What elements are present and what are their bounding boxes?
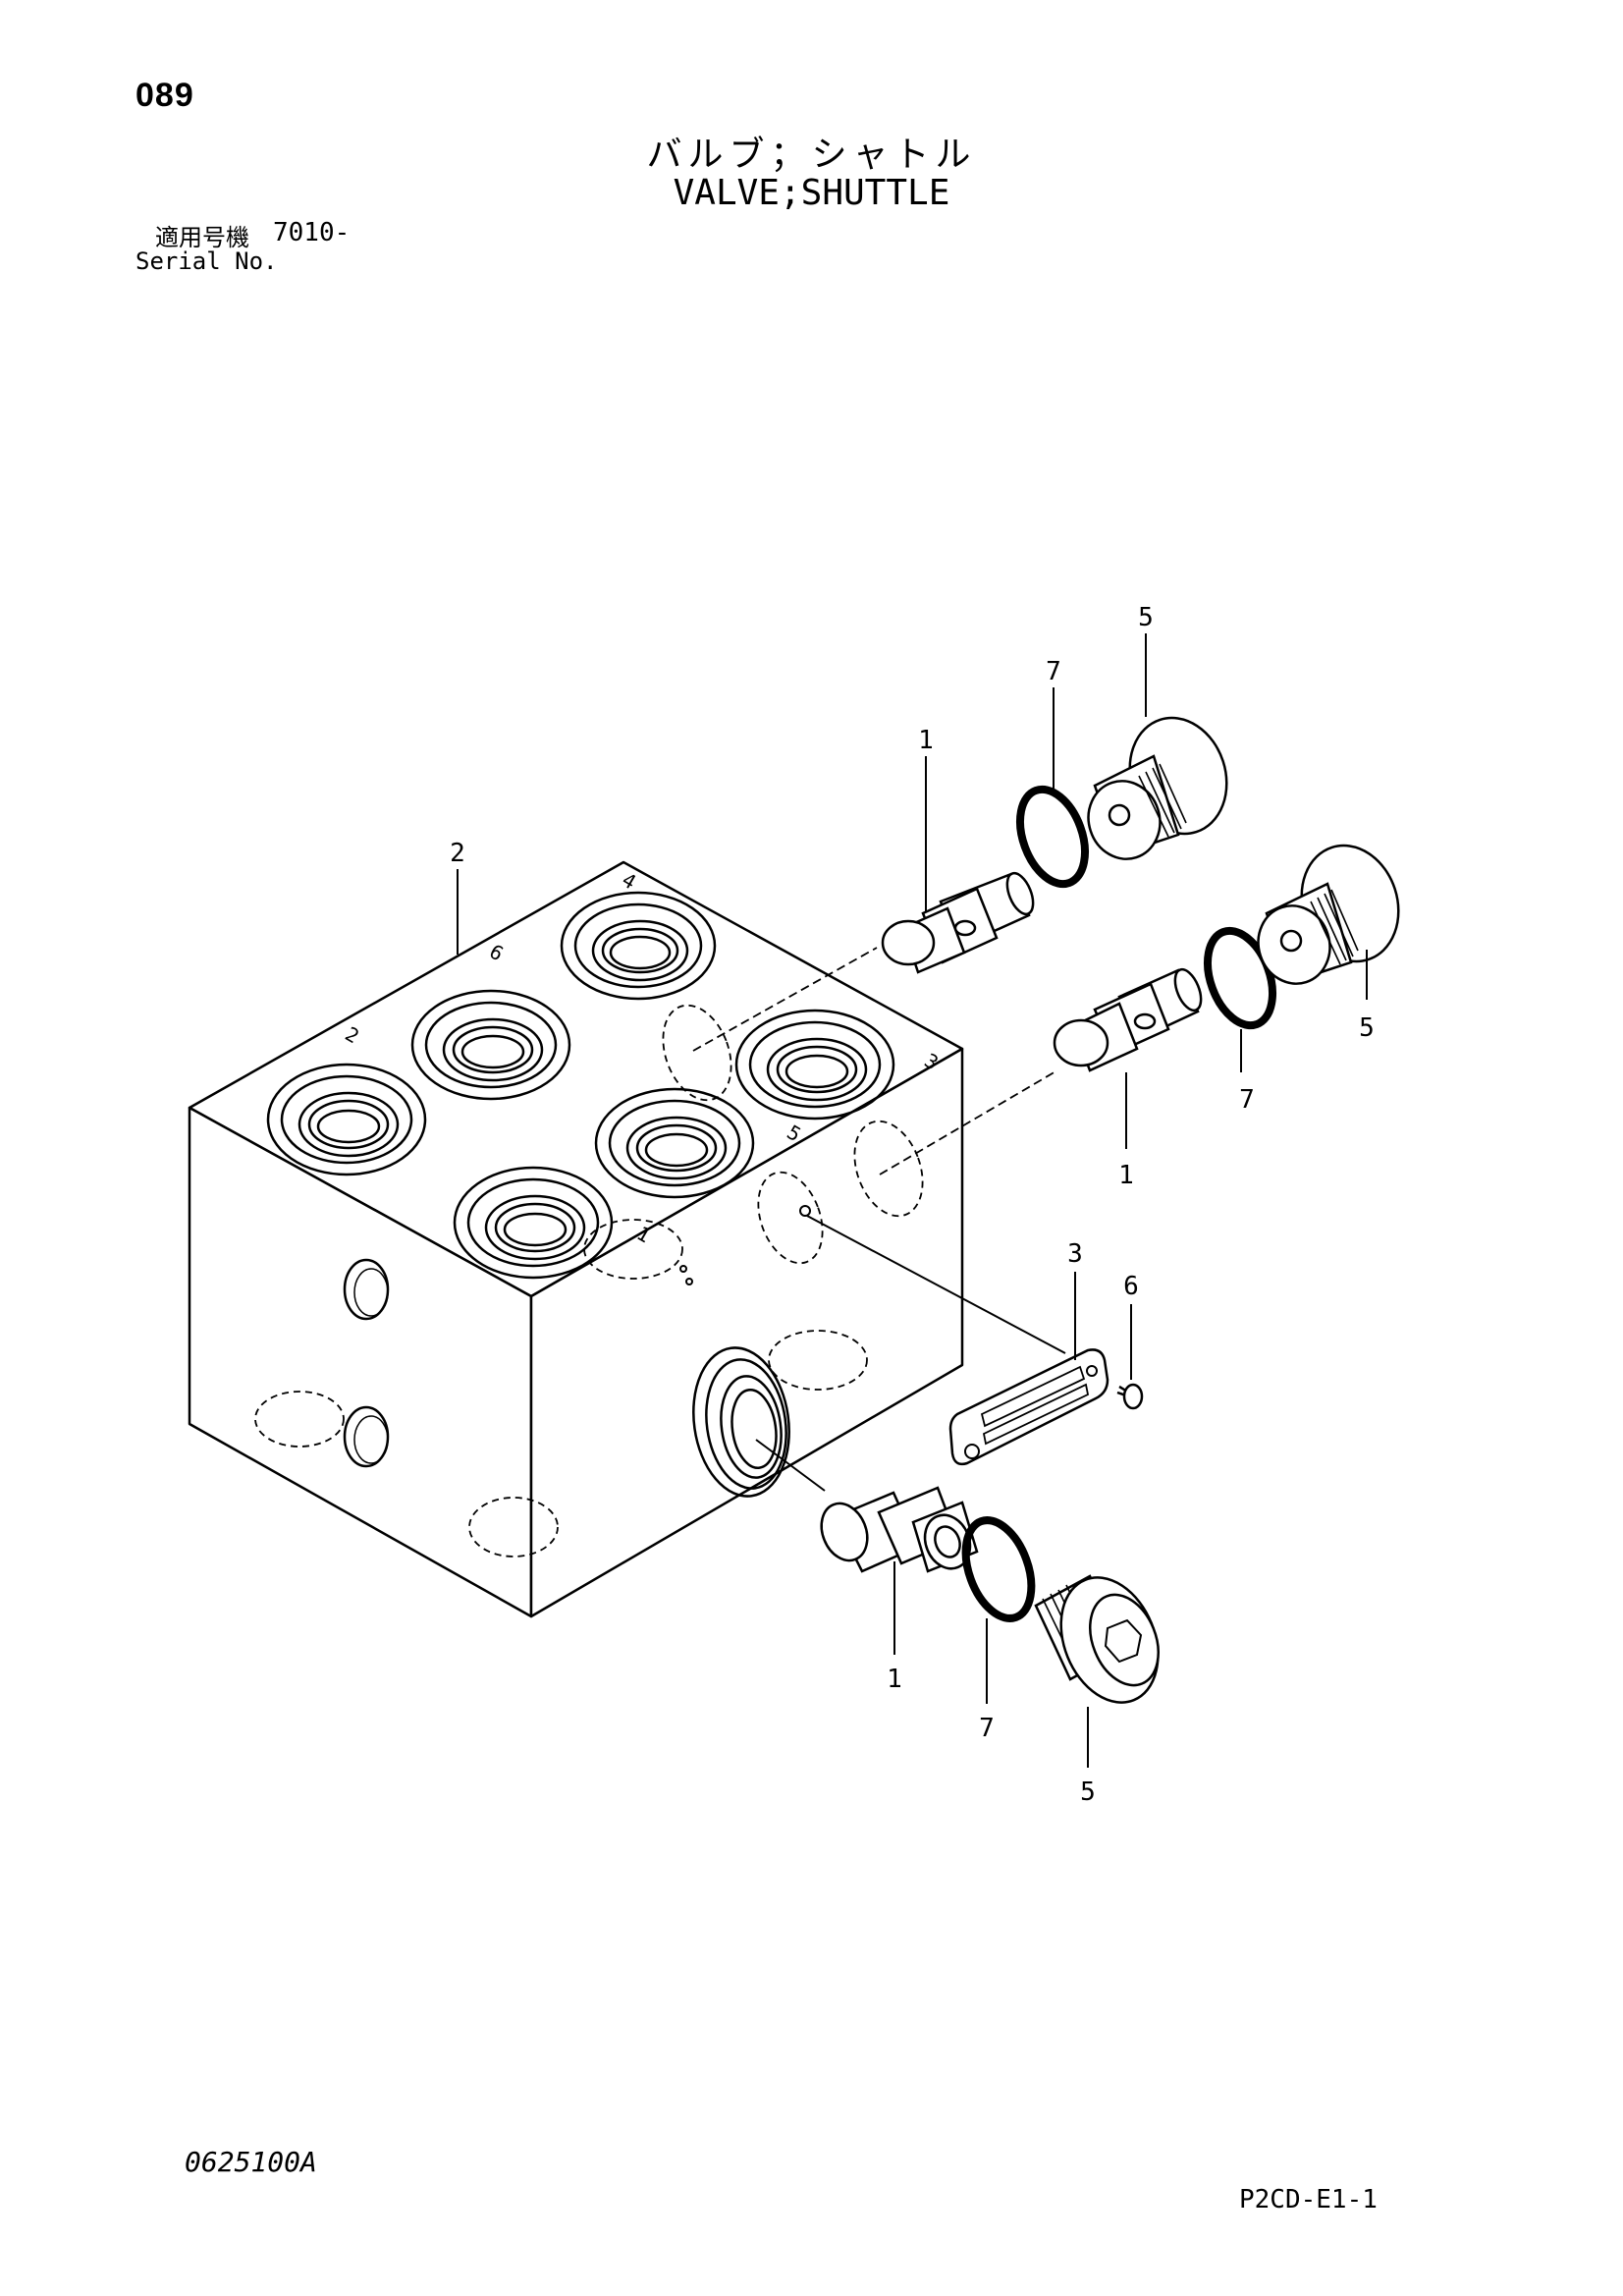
callout-valve-body: 2 (450, 839, 465, 868)
assembly-lines (692, 947, 1058, 1175)
plug-middle (1257, 844, 1400, 985)
side-port-lower (343, 1405, 390, 1468)
o-ring-lower (961, 1516, 1036, 1622)
port-top-4 (560, 891, 717, 1001)
callout-shuttle-middle: 1 (1118, 1161, 1134, 1190)
port-top-5 (594, 1087, 755, 1199)
pin-hole-top-2 (685, 1278, 693, 1285)
callout-shuttle-upper: 1 (918, 726, 934, 755)
serial-label-english: Serial No. (135, 247, 278, 275)
shuttle-valve-lower (820, 1486, 979, 1573)
port-top-1 (453, 1166, 614, 1280)
callout-oring-middle: 7 (1239, 1085, 1255, 1115)
sheet-code: P2CD-E1-1 (1239, 2185, 1378, 2214)
leader-lines (457, 633, 1368, 1768)
pin-hole-top (679, 1265, 687, 1273)
callout-oring-lower: 7 (979, 1714, 995, 1743)
plug-lower (1034, 1574, 1160, 1704)
side-port-upper (343, 1258, 390, 1321)
callout-plate: 3 (1067, 1239, 1083, 1269)
serial-number-value: 7010- (273, 218, 351, 247)
o-rings (961, 785, 1276, 1622)
hidden-ports (254, 1004, 924, 1558)
port-top-6 (410, 989, 571, 1101)
port-top-3 (734, 1009, 895, 1121)
callout-plug-lower: 5 (1080, 1777, 1096, 1807)
port-top-2 (266, 1063, 427, 1176)
callout-plug-middle: 5 (1359, 1013, 1375, 1043)
callout-shuttle-lower: 1 (887, 1665, 902, 1694)
o-ring-upper (1016, 785, 1089, 889)
title-japanese: バルブ；シャトル (646, 135, 977, 175)
serial-label-japanese: 適用号機 (155, 224, 249, 251)
title-english: VALVE;SHUTTLE (673, 173, 950, 213)
guide-lines (755, 1215, 1066, 1492)
valve-body (188, 860, 964, 1618)
pilot-hole (799, 1205, 811, 1217)
shuttle-valve-middle (1053, 967, 1203, 1072)
callout-oring-upper: 7 (1046, 657, 1061, 686)
page-number: 089 (135, 77, 194, 114)
callout-numbers: 2 1 7 5 5 7 1 3 6 1 7 5 (450, 603, 1375, 1807)
name-plate (948, 1348, 1109, 1466)
callout-screw: 6 (1123, 1272, 1139, 1301)
plug-upper (1087, 716, 1228, 860)
drawing-code: 0625100A (185, 2146, 317, 2178)
screw (1116, 1383, 1144, 1410)
side-port-right (692, 1346, 790, 1498)
valve-body-right-face (529, 1047, 964, 1618)
shuttle-valve-upper (881, 871, 1035, 974)
callout-plug-upper: 5 (1138, 603, 1154, 632)
